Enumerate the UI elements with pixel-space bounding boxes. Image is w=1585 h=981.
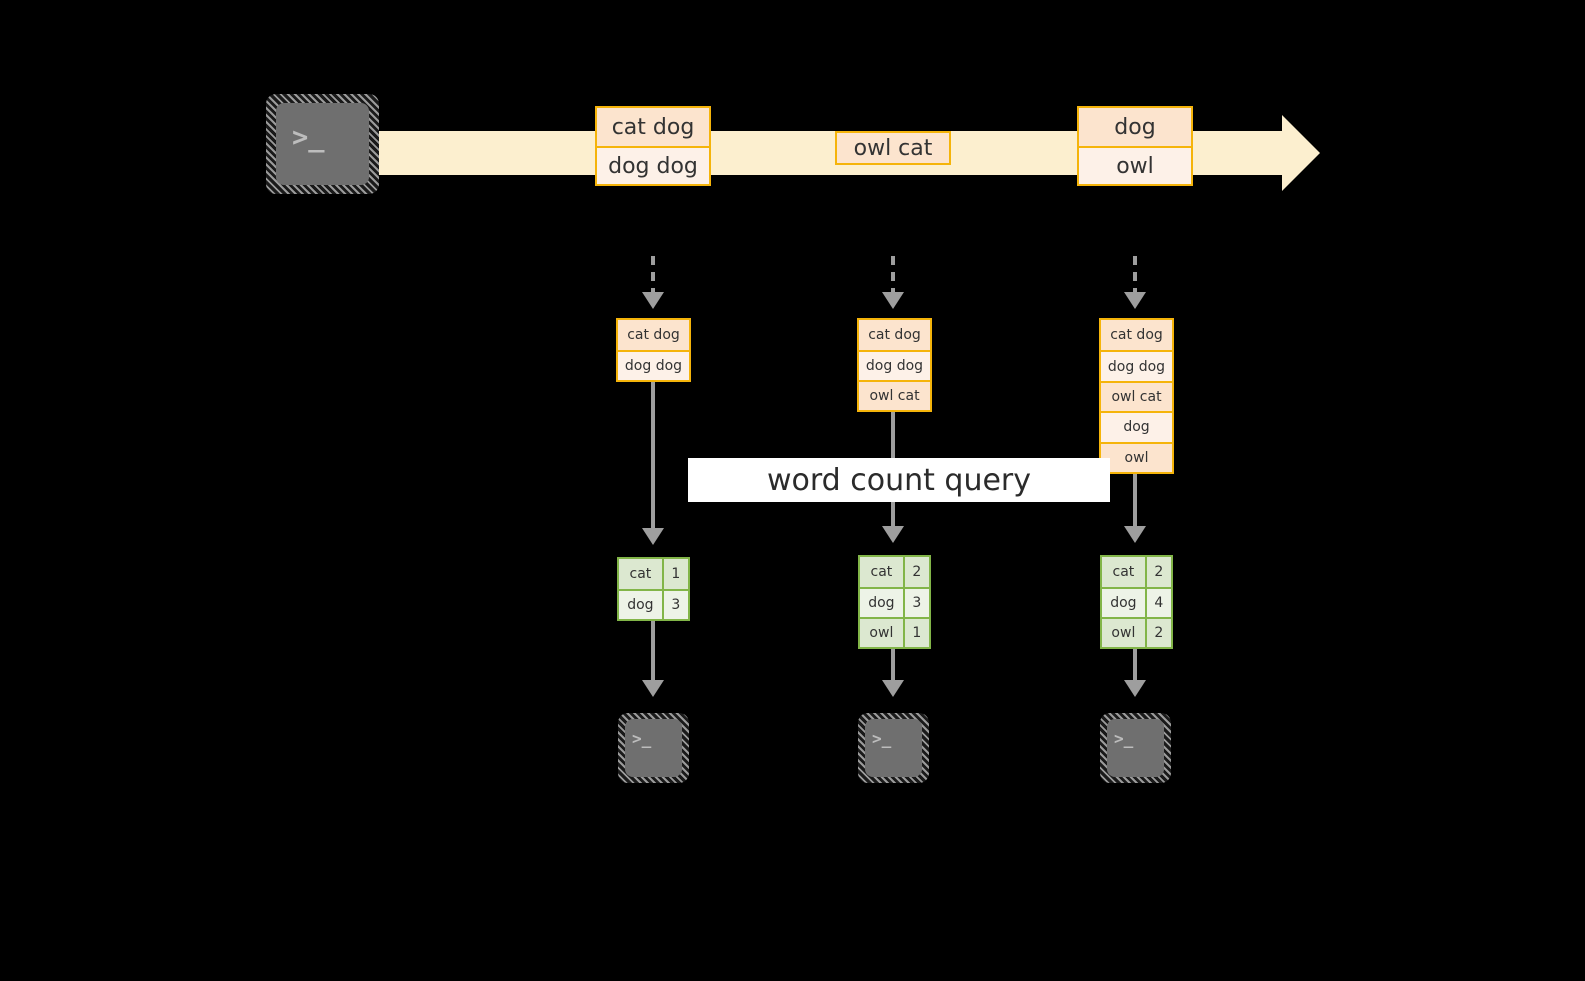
table-cell-word: cat <box>870 564 893 580</box>
snapshot-line: dog dog <box>1101 350 1172 381</box>
output-arrow-line <box>891 649 895 684</box>
output-arrow-line <box>1133 649 1137 684</box>
terminal-prompt-glyph: >_ <box>292 122 325 153</box>
stream-tap-arrow-line <box>651 256 655 294</box>
terminal-prompt-glyph: >_ <box>872 729 892 748</box>
snapshot-box[interactable]: cat dog dog dog owl cat <box>857 318 932 412</box>
snapshot-line: dog dog <box>859 350 930 380</box>
stream-tap-arrow-line <box>1133 256 1137 294</box>
snapshot-line: dog dog <box>618 350 689 380</box>
result-table[interactable]: cat 2 dog 4 owl 2 <box>1100 555 1173 649</box>
table-cell-word: owl <box>1111 624 1136 641</box>
stream-tap-arrow-line <box>891 256 895 294</box>
table-row: cat 2 <box>860 557 929 587</box>
message-line: cat dog <box>611 114 695 140</box>
query-label: word count query <box>688 458 1110 502</box>
consumer-terminal-icon[interactable]: >_ <box>1100 713 1171 783</box>
stream-tap-arrow-head <box>1124 292 1146 309</box>
snapshot-line: cat dog <box>1110 327 1163 344</box>
terminal-body <box>276 103 369 185</box>
table-cell-count: 2 <box>1144 618 1171 647</box>
table-row: owl 2 <box>1102 616 1171 647</box>
stream-arrowhead <box>1282 115 1320 191</box>
result-table[interactable]: cat 1 dog 3 <box>617 557 690 621</box>
table-row: cat 2 <box>1102 557 1171 587</box>
terminal-body <box>625 719 682 777</box>
consumer-terminal-icon[interactable]: >_ <box>858 713 929 783</box>
message-line: dog <box>1114 114 1156 140</box>
query-arrow-head <box>642 528 664 545</box>
message-line: dog dog <box>597 146 709 184</box>
producer-terminal-icon[interactable]: >_ <box>266 94 379 194</box>
terminal-body <box>1107 719 1164 777</box>
snapshot-line: owl cat <box>859 379 930 410</box>
terminal-prompt-glyph: >_ <box>632 729 652 748</box>
table-cell-word: owl <box>869 624 894 641</box>
table-row: dog 4 <box>1102 587 1171 617</box>
output-arrow-line <box>651 621 655 684</box>
message-line: owl <box>1079 146 1191 184</box>
table-cell-count: 1 <box>902 618 929 647</box>
table-cell-word: dog <box>868 594 895 611</box>
stream-message[interactable]: cat dog dog dog <box>595 106 711 186</box>
stream-tap-arrow-head <box>882 292 904 309</box>
snapshot-line: owl cat <box>1101 380 1172 411</box>
table-cell-count: 4 <box>1144 589 1171 617</box>
table-row: cat 1 <box>619 559 688 589</box>
snapshot-line: cat dog <box>627 327 680 343</box>
stream-message[interactable]: dog owl <box>1077 106 1193 186</box>
table-cell-word: cat <box>1112 564 1135 580</box>
terminal-body <box>865 719 922 777</box>
consumer-terminal-icon[interactable]: >_ <box>618 713 689 783</box>
table-cell-word: dog <box>1110 594 1137 611</box>
query-arrow-line <box>1133 474 1137 532</box>
table-row: owl 1 <box>860 616 929 647</box>
stream-tap-arrow-head <box>642 292 664 309</box>
output-arrow-head <box>642 680 664 697</box>
table-cell-count: 3 <box>902 589 929 617</box>
table-row: dog 3 <box>860 587 929 617</box>
query-arrow-head <box>1124 526 1146 543</box>
stream-message[interactable]: owl cat <box>835 131 951 165</box>
table-cell-word: dog <box>627 597 654 613</box>
output-arrow-head <box>1124 680 1146 697</box>
message-line: owl cat <box>853 135 933 161</box>
snapshot-box[interactable]: cat dog dog dog <box>616 318 691 382</box>
terminal-prompt-glyph: >_ <box>1114 729 1134 748</box>
table-cell-count: 2 <box>902 557 929 587</box>
table-cell-count: 2 <box>1144 557 1171 587</box>
table-cell-word: cat <box>629 566 652 582</box>
snapshot-line: dog <box>1101 411 1172 442</box>
snapshot-line: owl <box>1101 441 1172 472</box>
table-cell-count: 3 <box>661 591 688 619</box>
snapshot-line: cat dog <box>868 327 921 343</box>
result-table[interactable]: cat 2 dog 3 owl 1 <box>858 555 931 649</box>
query-arrow-line <box>651 382 655 532</box>
snapshot-box[interactable]: cat dog dog dog owl cat dog owl <box>1099 318 1174 474</box>
table-cell-count: 1 <box>661 559 688 589</box>
query-arrow-head <box>882 526 904 543</box>
table-row: dog 3 <box>619 589 688 619</box>
output-arrow-head <box>882 680 904 697</box>
